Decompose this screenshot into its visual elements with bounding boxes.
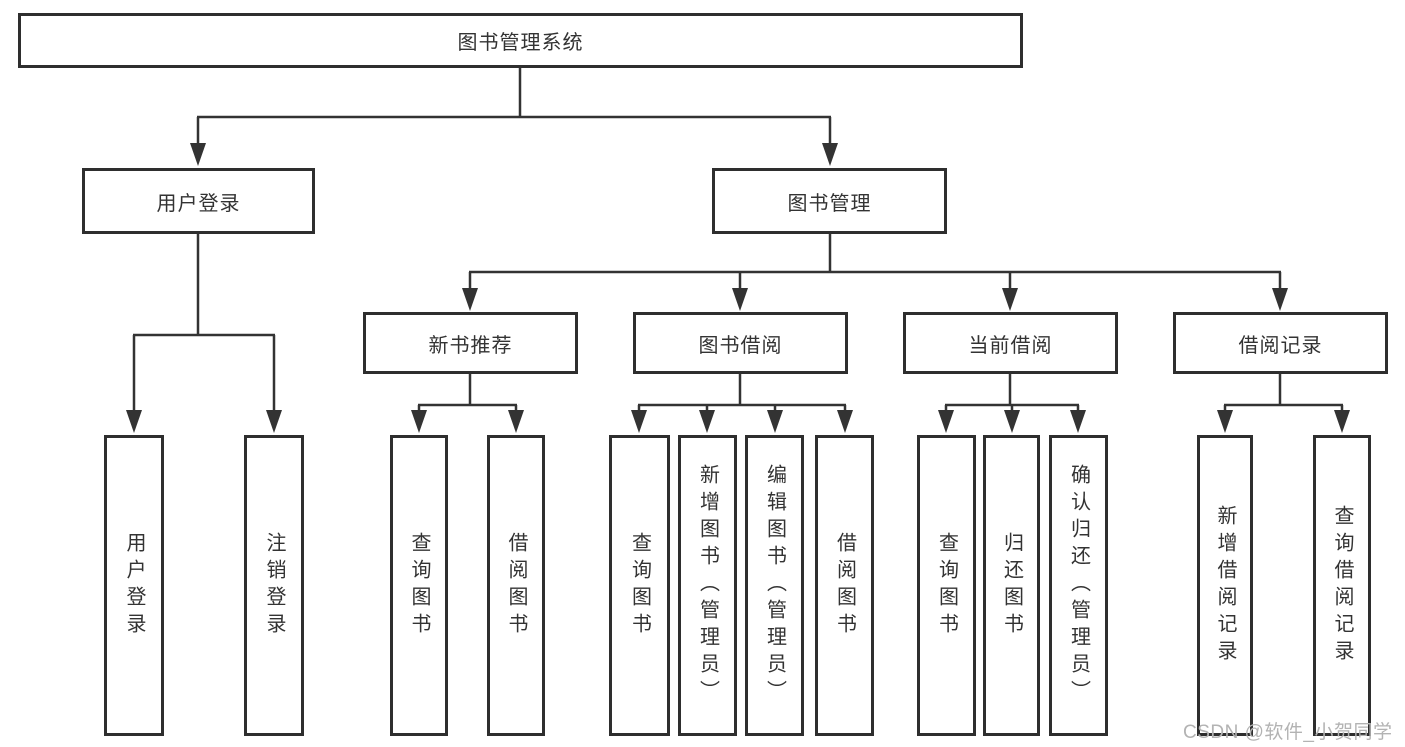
node-label: 查询图书 bbox=[935, 531, 958, 640]
node-label: 查询图书 bbox=[408, 531, 430, 640]
node-label: 借阅图书 bbox=[833, 531, 856, 640]
node-user-login: 用户登录 bbox=[82, 168, 315, 234]
node-borrow-books-under-recommend: 借阅图书 bbox=[487, 435, 545, 736]
node-label: 注销登录 bbox=[263, 531, 285, 640]
node-book-borrowing: 图书借阅 bbox=[633, 312, 848, 374]
node-label: 图书管理系统 bbox=[457, 32, 584, 54]
node-label: 新增借阅记录 bbox=[1214, 504, 1236, 667]
node-query-borrow-record: 查询借阅记录 bbox=[1313, 435, 1371, 736]
watermark-text: CSDN @软件_小贺同学 bbox=[1183, 722, 1393, 743]
node-query-books-under-current: 查询图书 bbox=[917, 435, 976, 736]
node-new-book-recommendation: 新书推荐 bbox=[363, 312, 578, 374]
node-query-books-under-recommend: 查询图书 bbox=[390, 435, 448, 736]
node-return-books: 归还图书 bbox=[983, 435, 1040, 736]
node-user-login-leaf: 用户登录 bbox=[104, 435, 164, 736]
node-add-borrow-record: 新增借阅记录 bbox=[1197, 435, 1253, 736]
node-label: 新书推荐 bbox=[428, 334, 513, 357]
node-label: 用户登录 bbox=[156, 192, 241, 215]
node-label: 查询图书 bbox=[628, 531, 651, 640]
node-current-borrowing: 当前借阅 bbox=[903, 312, 1118, 374]
node-edit-books-admin: 编辑图书（管理员） bbox=[745, 435, 804, 736]
node-book-management: 图书管理 bbox=[712, 168, 947, 234]
node-label: 查询借阅记录 bbox=[1331, 504, 1353, 667]
node-label: 用户登录 bbox=[123, 531, 145, 640]
node-label: 借阅记录 bbox=[1238, 334, 1323, 357]
node-library-management-system: 图书管理系统 bbox=[18, 13, 1023, 68]
node-label: 编辑图书（管理员） bbox=[763, 464, 786, 707]
node-label: 新增图书（管理员） bbox=[696, 464, 719, 707]
node-query-books-under-borrowing: 查询图书 bbox=[609, 435, 670, 736]
node-label: 图书借阅 bbox=[698, 334, 783, 357]
node-label: 归还图书 bbox=[1000, 531, 1023, 640]
node-label: 当前借阅 bbox=[968, 334, 1053, 357]
node-borrow-books-under-borrowing: 借阅图书 bbox=[815, 435, 874, 736]
node-label: 图书管理 bbox=[787, 192, 872, 215]
node-logout-leaf: 注销登录 bbox=[244, 435, 304, 736]
node-borrowing-records: 借阅记录 bbox=[1173, 312, 1388, 374]
node-confirm-return-admin: 确认归还（管理员） bbox=[1049, 435, 1108, 736]
node-label: 借阅图书 bbox=[505, 531, 527, 640]
node-label: 确认归还（管理员） bbox=[1067, 464, 1090, 707]
node-add-books-admin: 新增图书（管理员） bbox=[678, 435, 737, 736]
